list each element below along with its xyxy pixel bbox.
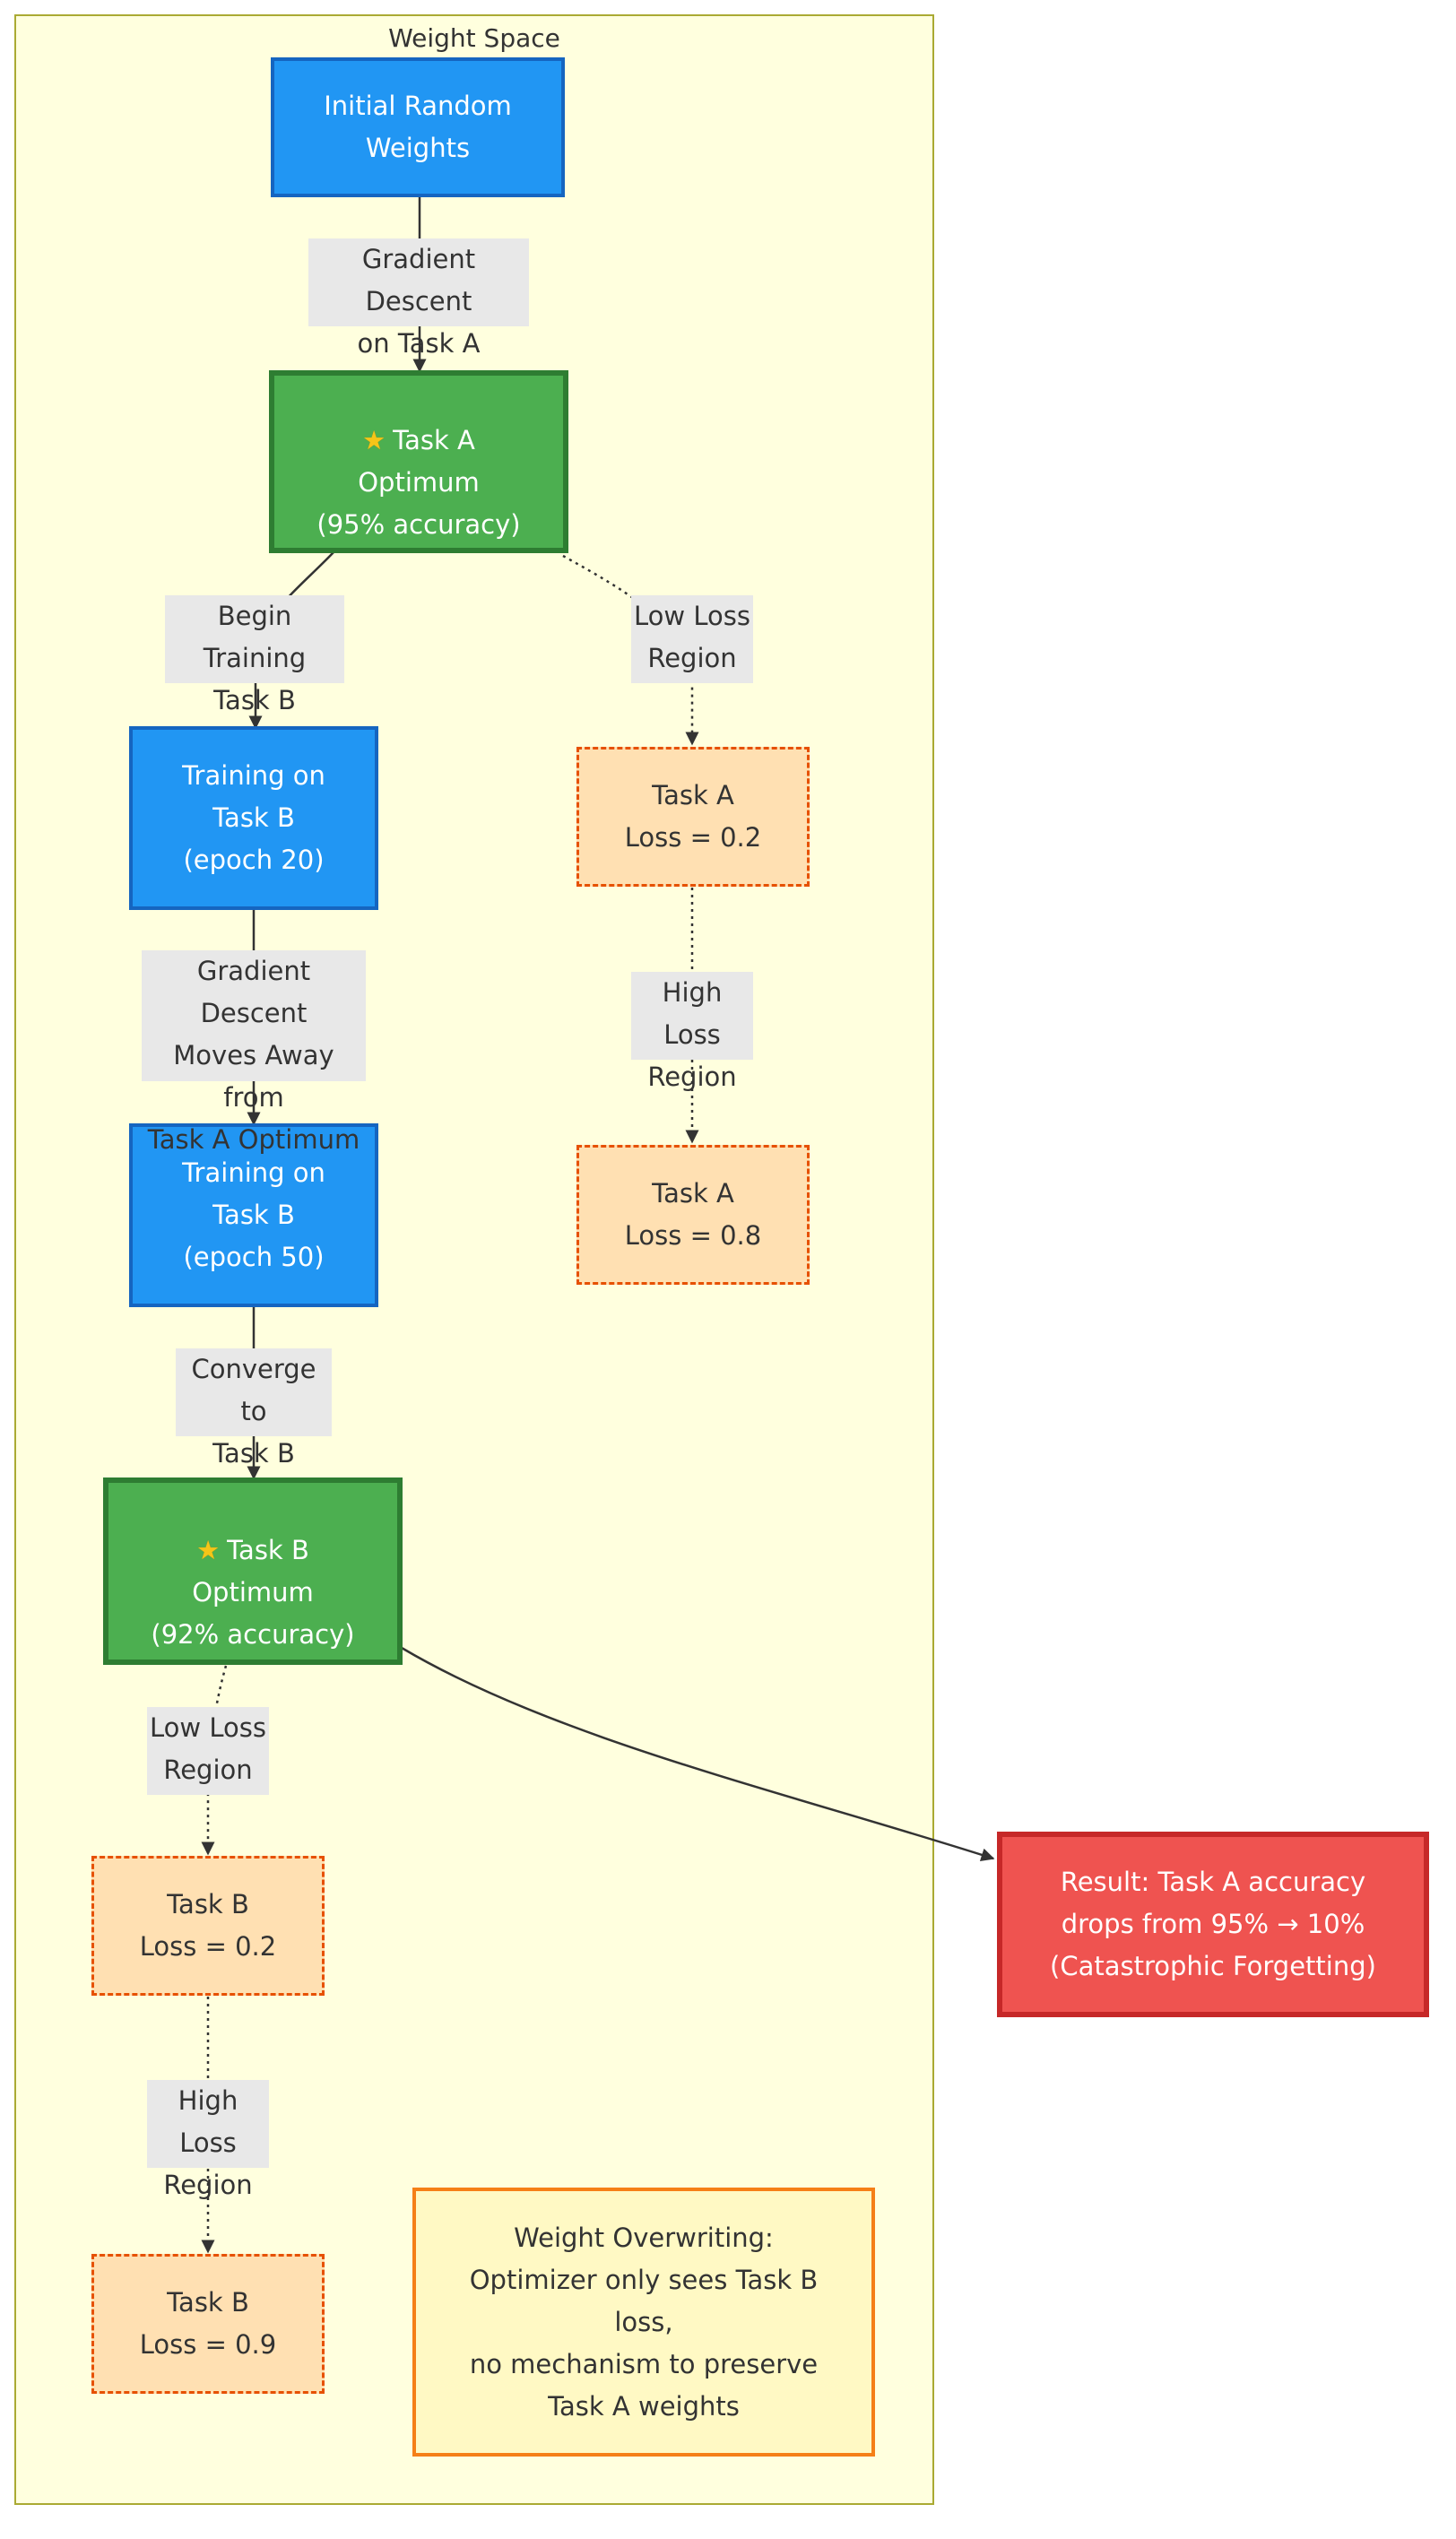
edge-label-converge-to-task-b: Converge to Task B bbox=[176, 1348, 332, 1469]
edge-label-high-loss-region-b: High Loss Region bbox=[147, 2080, 269, 2200]
edge-label-begin-training-task-b: Begin Training Task B bbox=[165, 595, 344, 715]
node-result-catastrophic-forgetting: Result: Task A accuracy drops from 95% →… bbox=[997, 1832, 1429, 2017]
node-initial-weights: Initial Random Weights bbox=[271, 57, 565, 197]
node-task-b-loss-0-2: Task B Loss = 0.2 bbox=[91, 1856, 325, 1996]
note-weight-overwriting: Weight Overwriting: Optimizer only sees … bbox=[412, 2188, 875, 2457]
edge-label-low-loss-region-a: Low Loss Region bbox=[631, 595, 753, 683]
node-task-a-loss-0-2: Task A Loss = 0.2 bbox=[576, 747, 810, 887]
node-training-task-b-epoch-50: Training on Task B (epoch 50) bbox=[129, 1123, 378, 1307]
edge-label-high-loss-region-a: High Loss Region bbox=[631, 972, 753, 1092]
node-training-task-b-epoch-20: Training on Task B (epoch 20) bbox=[129, 726, 378, 910]
node-task-b-loss-0-9: Task B Loss = 0.9 bbox=[91, 2254, 325, 2394]
cluster-title: Weight Space bbox=[388, 23, 560, 53]
star-icon: ★ bbox=[362, 425, 386, 455]
node-task-b-optimum-content: ★Task B Optimum (92% accuracy) bbox=[151, 1487, 354, 1656]
edge-label-gradient-descent-moves-away: Gradient Descent Moves Away from Task A … bbox=[142, 950, 366, 1155]
node-task-a-optimum-label: Task A Optimum (95% accuracy) bbox=[316, 425, 521, 540]
node-task-a-optimum-content: ★Task A Optimum (95% accuracy) bbox=[316, 377, 520, 546]
node-task-b-optimum-label: Task B Optimum (92% accuracy) bbox=[151, 1534, 355, 1650]
edge-taskA-to-lossA02 bbox=[562, 554, 699, 746]
edge-label-gradient-descent-task-a: Gradient Descent on Task A bbox=[308, 238, 529, 359]
node-task-b-optimum: ★Task B Optimum (92% accuracy) bbox=[103, 1477, 403, 1665]
star-icon: ★ bbox=[196, 1534, 221, 1565]
edge-taskB-to-result bbox=[401, 1646, 995, 1862]
edge-label-low-loss-region-b: Low Loss Region bbox=[147, 1707, 269, 1795]
node-task-a-optimum: ★Task A Optimum (95% accuracy) bbox=[269, 370, 568, 553]
node-task-a-loss-0-8: Task A Loss = 0.8 bbox=[576, 1145, 810, 1285]
